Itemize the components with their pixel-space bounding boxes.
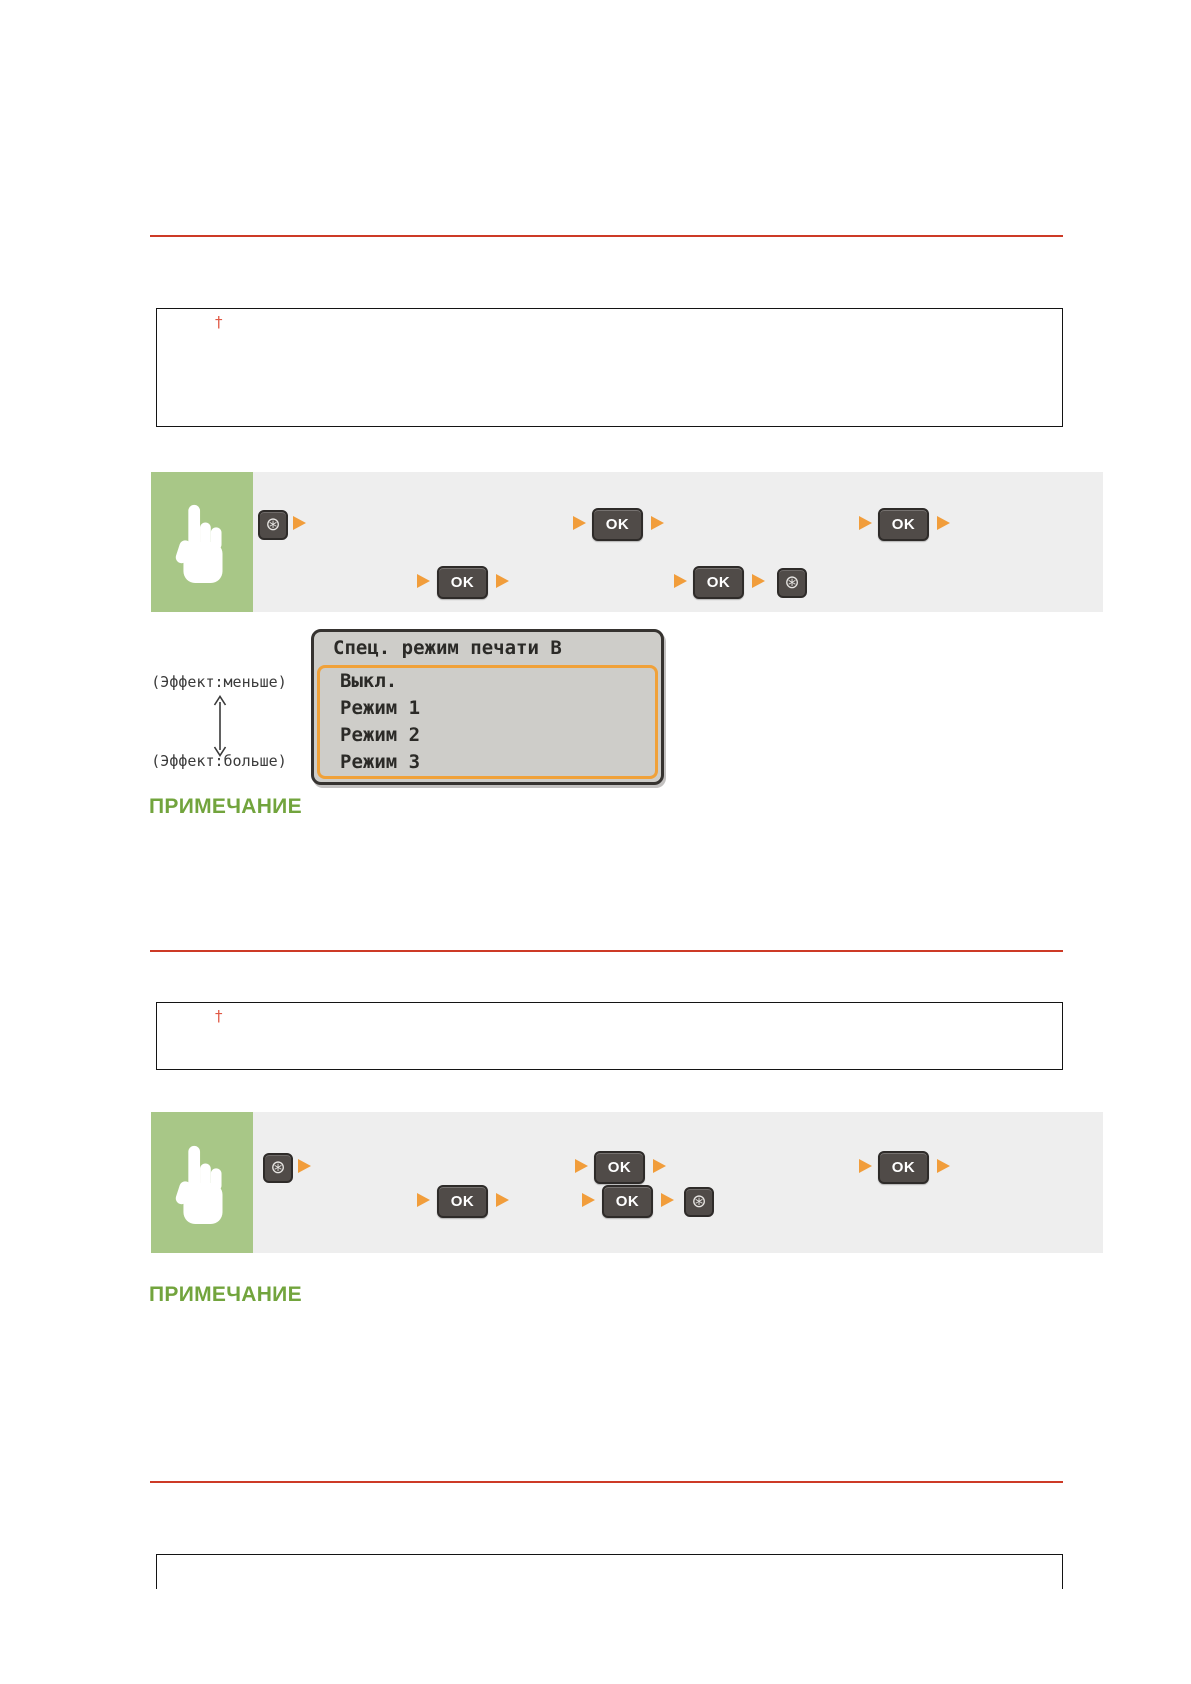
step-arrow-icon [417,1193,430,1207]
section-divider-rule [150,950,1063,952]
ok-key-label: OK [891,1159,916,1176]
ok-key-label: OK [891,516,916,533]
step-arrow-icon [674,574,687,588]
step-arrow-icon [653,1159,666,1173]
procedure-step-block: ⊛ OK OK OK OK ⊛ [151,472,1103,612]
step-arrow-icon [937,1159,950,1173]
clipped-content-box [156,1554,1063,1589]
step-arrow-icon [496,574,509,588]
step-arrow-icon [573,516,586,530]
effect-range-arrow-icon [213,695,227,757]
ok-key: OK [437,566,488,599]
menu-key-glyph: ⊛ [784,572,800,593]
menu-key-icon: ⊛ [263,1153,293,1183]
ok-key: OK [437,1185,488,1218]
ok-key-label: OK [706,574,731,591]
lcd-selection-frame: Выкл. Режим 1 Режим 2 Режим 3 [317,665,658,779]
step-arrow-icon [752,574,765,588]
ok-key: OK [602,1185,653,1218]
lcd-option-off: Выкл. [340,670,398,692]
lcd-option-mode1: Режим 1 [340,697,421,719]
menu-key-glyph: ⊛ [270,1157,286,1178]
footnote-box: † [156,1002,1063,1070]
step-arrow-icon [859,516,872,530]
step-arrow-icon [417,574,430,588]
step-arrow-icon [298,1159,311,1173]
ok-key-label: OK [450,1193,475,1210]
lcd-option-mode3: Режим 3 [340,751,421,773]
menu-key-icon: ⊛ [684,1187,714,1217]
step-arrow-icon [575,1159,588,1173]
effect-more-label: (Эффект:больше) [151,752,287,770]
step-arrow-icon [651,516,664,530]
step-arrow-icon [496,1193,509,1207]
ok-key: OK [592,508,643,541]
hand-panel [151,1112,253,1253]
footnote-box: † [156,308,1063,427]
hand-pointer-icon [175,504,223,583]
step-arrow-icon [582,1193,595,1207]
lcd-option-mode2: Режим 2 [340,724,421,746]
lcd-screen: Спец. режим печати B Выкл. Режим 1 Режим… [311,629,664,785]
dagger-footnote-mark: † [215,313,223,331]
ok-key: OK [878,508,929,541]
effect-less-label: (Эффект:меньше) [151,673,287,691]
step-arrow-icon [937,516,950,530]
ok-key-label: OK [605,516,630,533]
menu-key-icon: ⊛ [777,568,807,598]
ok-key: OK [693,566,744,599]
ok-key-label: OK [607,1159,632,1176]
note-heading: ПРИМЕЧАНИЕ [149,1283,302,1306]
ok-key: OK [878,1151,929,1184]
dagger-footnote-mark: † [215,1007,223,1025]
ok-key: OK [594,1151,645,1184]
procedure-step-block: ⊛ OK OK OK OK ⊛ [151,1112,1103,1253]
ok-key-label: OK [615,1193,640,1210]
menu-key-icon: ⊛ [258,510,288,540]
menu-key-glyph: ⊛ [265,514,281,535]
section-divider-rule [150,235,1063,237]
step-arrow-icon [661,1193,674,1207]
note-heading: ПРИМЕЧАНИЕ [149,795,302,818]
lcd-screen-title: Спец. режим печати B [333,637,562,659]
step-arrow-icon [293,516,306,530]
hand-panel [151,472,253,612]
section-divider-rule [150,1481,1063,1483]
menu-key-glyph: ⊛ [691,1191,707,1212]
step-arrow-icon [859,1159,872,1173]
ok-key-label: OK [450,574,475,591]
hand-pointer-icon [175,1145,223,1224]
